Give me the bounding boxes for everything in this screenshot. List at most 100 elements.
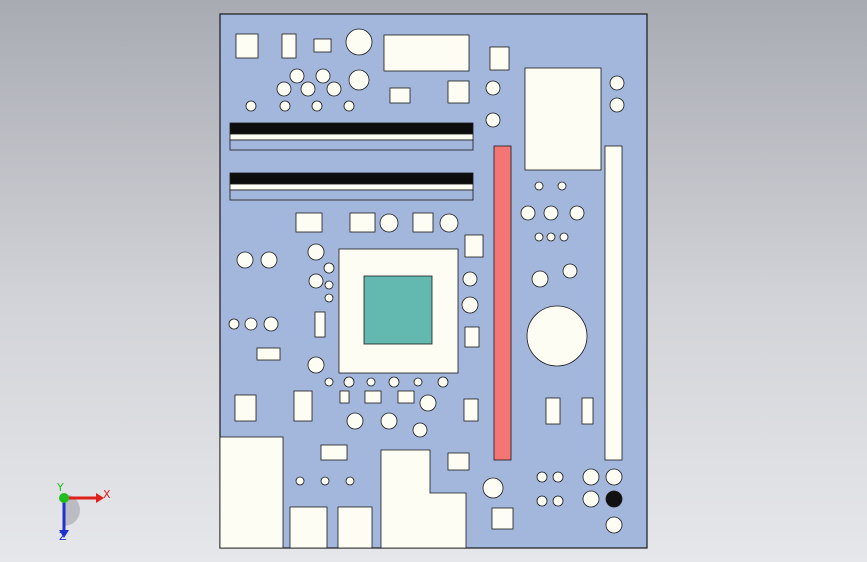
component-capacitor[interactable] bbox=[324, 280, 334, 290]
component-rect[interactable] bbox=[489, 46, 510, 71]
component-capacitor[interactable] bbox=[531, 270, 549, 288]
component-capacitor[interactable] bbox=[300, 81, 316, 97]
component-rect[interactable] bbox=[463, 398, 479, 422]
component-rect[interactable] bbox=[389, 87, 411, 104]
component-capacitor[interactable] bbox=[324, 293, 334, 303]
component-capacitor[interactable] bbox=[534, 181, 544, 191]
usb-connector[interactable] bbox=[337, 506, 373, 549]
component-capacitor[interactable] bbox=[228, 318, 240, 330]
pcie-slot[interactable] bbox=[493, 145, 512, 461]
component-rect[interactable] bbox=[256, 347, 281, 361]
component-capacitor[interactable] bbox=[388, 376, 400, 388]
component-capacitor[interactable] bbox=[244, 317, 258, 331]
component-capacitor[interactable] bbox=[366, 377, 376, 387]
component-rect[interactable] bbox=[339, 390, 350, 404]
component-capacitor[interactable] bbox=[413, 377, 423, 387]
component-capacitor[interactable] bbox=[260, 251, 278, 269]
component-rect[interactable] bbox=[349, 212, 376, 233]
component-capacitor[interactable] bbox=[562, 263, 578, 279]
component-rect[interactable] bbox=[545, 397, 561, 425]
component-capacitor[interactable] bbox=[380, 412, 398, 430]
component-rect[interactable] bbox=[447, 452, 470, 471]
component-capacitor[interactable] bbox=[552, 495, 564, 507]
component-rect[interactable] bbox=[581, 397, 594, 425]
component-rect[interactable] bbox=[295, 212, 323, 233]
component-capacitor[interactable] bbox=[324, 377, 334, 387]
component-capacitor[interactable] bbox=[419, 394, 437, 412]
component-rect[interactable] bbox=[235, 33, 259, 59]
component-capacitor[interactable] bbox=[326, 81, 342, 97]
component-rect[interactable] bbox=[293, 390, 313, 422]
component-capacitor[interactable] bbox=[609, 97, 625, 113]
component-capacitor[interactable] bbox=[582, 468, 600, 486]
component-capacitor[interactable] bbox=[348, 69, 370, 91]
component-capacitor[interactable] bbox=[245, 100, 257, 112]
component-rect[interactable] bbox=[281, 33, 297, 59]
component-capacitor[interactable] bbox=[557, 181, 567, 191]
dark-component[interactable] bbox=[605, 490, 623, 508]
component-rect[interactable] bbox=[320, 444, 348, 461]
header-connector[interactable] bbox=[383, 34, 470, 72]
component-capacitor[interactable] bbox=[439, 213, 459, 233]
component-capacitor[interactable] bbox=[609, 75, 625, 91]
component-rect[interactable] bbox=[464, 234, 484, 258]
component-capacitor[interactable] bbox=[345, 476, 355, 486]
component-capacitor[interactable] bbox=[543, 205, 559, 221]
component-capacitor[interactable] bbox=[536, 471, 548, 483]
component-capacitor[interactable] bbox=[552, 471, 564, 483]
rear-io-connector[interactable] bbox=[380, 449, 467, 549]
component-rect[interactable] bbox=[397, 390, 415, 404]
component-capacitor[interactable] bbox=[605, 468, 623, 486]
component-capacitor[interactable] bbox=[437, 376, 449, 388]
expansion-slot[interactable] bbox=[604, 145, 623, 461]
component-capacitor[interactable] bbox=[308, 273, 324, 289]
component-capacitor[interactable] bbox=[412, 422, 428, 438]
component-capacitor[interactable] bbox=[311, 100, 323, 112]
component-capacitor[interactable] bbox=[482, 477, 504, 499]
component-rect[interactable] bbox=[491, 507, 514, 530]
component-capacitor[interactable] bbox=[546, 232, 556, 242]
component-capacitor[interactable] bbox=[346, 412, 364, 430]
component-capacitor[interactable] bbox=[345, 28, 373, 56]
component-capacitor[interactable] bbox=[279, 100, 291, 112]
component-capacitor[interactable] bbox=[534, 232, 544, 242]
component-capacitor[interactable] bbox=[559, 232, 569, 242]
component-capacitor[interactable] bbox=[323, 262, 335, 274]
component-capacitor[interactable] bbox=[379, 213, 399, 233]
component-capacitor[interactable] bbox=[320, 476, 330, 486]
component-capacitor[interactable] bbox=[307, 356, 325, 374]
component-capacitor[interactable] bbox=[520, 205, 536, 221]
component-capacitor[interactable] bbox=[485, 80, 501, 96]
component-rect[interactable] bbox=[412, 212, 434, 233]
component-capacitor[interactable] bbox=[536, 495, 548, 507]
usb-connector[interactable] bbox=[289, 506, 328, 549]
io-block[interactable] bbox=[524, 67, 602, 171]
component-rect[interactable] bbox=[314, 311, 326, 338]
power-connector[interactable] bbox=[219, 436, 284, 549]
component-capacitor[interactable] bbox=[462, 271, 478, 287]
component-capacitor[interactable] bbox=[276, 81, 292, 97]
component-capacitor[interactable] bbox=[289, 68, 305, 84]
component-capacitor[interactable] bbox=[582, 490, 600, 508]
component-rect[interactable] bbox=[447, 80, 470, 104]
component-capacitor[interactable] bbox=[343, 376, 355, 388]
memory-slot-1[interactable] bbox=[229, 122, 474, 151]
battery-socket[interactable] bbox=[526, 305, 588, 367]
component-capacitor[interactable] bbox=[569, 205, 585, 221]
component-capacitor[interactable] bbox=[315, 68, 331, 84]
component-capacitor[interactable] bbox=[343, 100, 355, 112]
component-rect[interactable] bbox=[313, 38, 332, 53]
component-capacitor[interactable] bbox=[295, 476, 305, 486]
component-capacitor[interactable] bbox=[461, 296, 479, 314]
cpu-die[interactable] bbox=[363, 275, 433, 345]
component-capacitor[interactable] bbox=[236, 251, 254, 269]
component-rect[interactable] bbox=[364, 390, 382, 404]
component-rect[interactable] bbox=[464, 326, 480, 348]
component-capacitor[interactable] bbox=[307, 243, 325, 261]
component-capacitor[interactable] bbox=[605, 516, 623, 534]
component-capacitor[interactable] bbox=[263, 316, 279, 332]
component-rect[interactable] bbox=[234, 394, 257, 422]
component-capacitor[interactable] bbox=[485, 112, 501, 128]
